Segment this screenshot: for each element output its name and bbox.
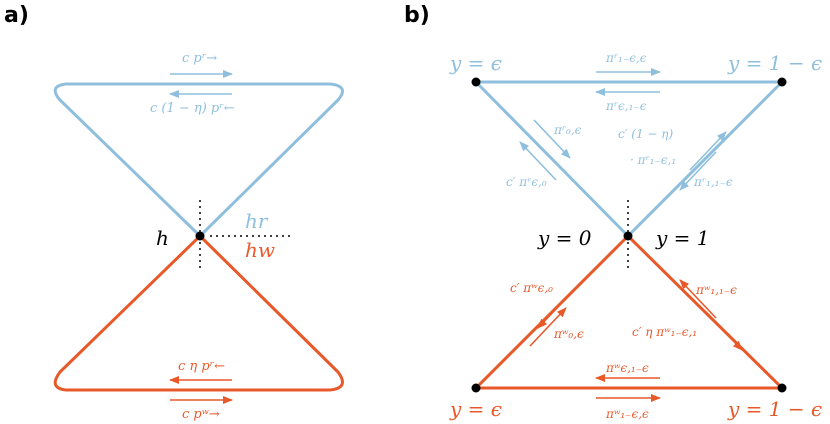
panel-b-right-upper-rate-b: · πʳ₁₋ϵ,₁	[630, 153, 676, 167]
panel-a-write-loop	[53, 234, 344, 392]
panel-b-node-bottom-left	[471, 383, 481, 393]
panel-b-right-upper-rate-c: πʳ₁,₁₋ϵ	[693, 175, 733, 189]
panel-a: a) h hr hw c pʳ→ c (1 − η) pʳ← c η pʳ← c…	[4, 3, 344, 422]
panel-b-right-lower-rate-a: πʷ₁,₁₋ϵ	[695, 283, 737, 297]
panel-b-bottom-rate-lower: πʷ₁₋ϵ,ϵ	[605, 407, 649, 421]
panel-b-label: b)	[404, 3, 430, 28]
panel-a-bottom-rate-lower: c pʷ→	[182, 407, 220, 422]
panel-b-left-upper-rate-out: c′ πʳϵ,₀	[506, 175, 547, 189]
panel-a-read-loop	[53, 82, 344, 238]
panel-a-hw-label: hw	[245, 238, 275, 262]
panel-b: b) y = 0 y = 1 y = ϵ y = 1 − ϵ y = ϵ y =…	[404, 3, 822, 421]
panel-b-node-top-right	[777, 77, 787, 87]
panel-b-right-lower-rate-b: c′ η πʷ₁₋ϵ,₁	[632, 325, 697, 339]
panel-a-hr-label: hr	[245, 209, 269, 233]
panel-b-bottom-rate-upper: πʷϵ,₁₋ϵ	[605, 361, 649, 375]
panel-b-bottom-left-label: y = ϵ	[449, 397, 502, 421]
panel-b-top-rate-upper: πʳ₁₋ϵ,ϵ	[605, 51, 647, 65]
panel-b-node-top-left	[471, 77, 481, 87]
panel-a-bottom-rate-upper: c η pʳ←	[178, 359, 225, 374]
panel-b-right-lower-arrow-up	[679, 279, 717, 319]
panel-b-read-triangle	[474, 80, 784, 238]
panel-b-left-lower-rate-in: πʷ₀,ϵ	[553, 327, 584, 341]
panel-b-center-left-label: y = 0	[537, 226, 592, 250]
panel-b-write-triangle	[474, 234, 784, 390]
panel-b-left-upper-rate-in: πʳ₀,ϵ	[553, 123, 582, 137]
panel-a-top-rate-lower: c (1 − η) pʳ←	[150, 101, 235, 116]
panel-a-label: a)	[4, 3, 29, 28]
panel-b-right-upper-arrow-up	[689, 131, 727, 171]
panel-b-right-upper-arrow-down	[679, 151, 717, 191]
panel-a-node-h	[195, 231, 205, 241]
panel-b-right-lower-arrow-down	[705, 311, 743, 351]
panel-b-left-upper-arrow-up	[519, 141, 557, 181]
panel-b-node-center	[623, 231, 633, 241]
panel-b-right-upper-rate-a: c′ (1 − η)	[618, 127, 673, 141]
panel-a-top-rate-upper: c pʳ→	[182, 51, 217, 66]
panel-b-top-rate-lower: πʳϵ,₁₋ϵ	[605, 99, 647, 113]
panel-b-node-bottom-right	[777, 383, 787, 393]
panel-b-left-lower-arrow-down	[537, 289, 575, 329]
panel-a-node-h-label: h	[156, 226, 169, 250]
panel-b-left-lower-rate-out: c′ πʷϵ,₀	[510, 281, 553, 295]
panel-b-top-right-label: y = 1 − ϵ	[727, 51, 822, 75]
panel-b-left-upper-arrow-down	[533, 119, 571, 159]
panel-b-top-left-label: y = ϵ	[449, 51, 502, 75]
panel-b-center-right-label: y = 1	[655, 226, 710, 250]
panel-b-bottom-right-label: y = 1 − ϵ	[727, 397, 822, 421]
panel-b-left-lower-arrow-up	[529, 307, 567, 347]
